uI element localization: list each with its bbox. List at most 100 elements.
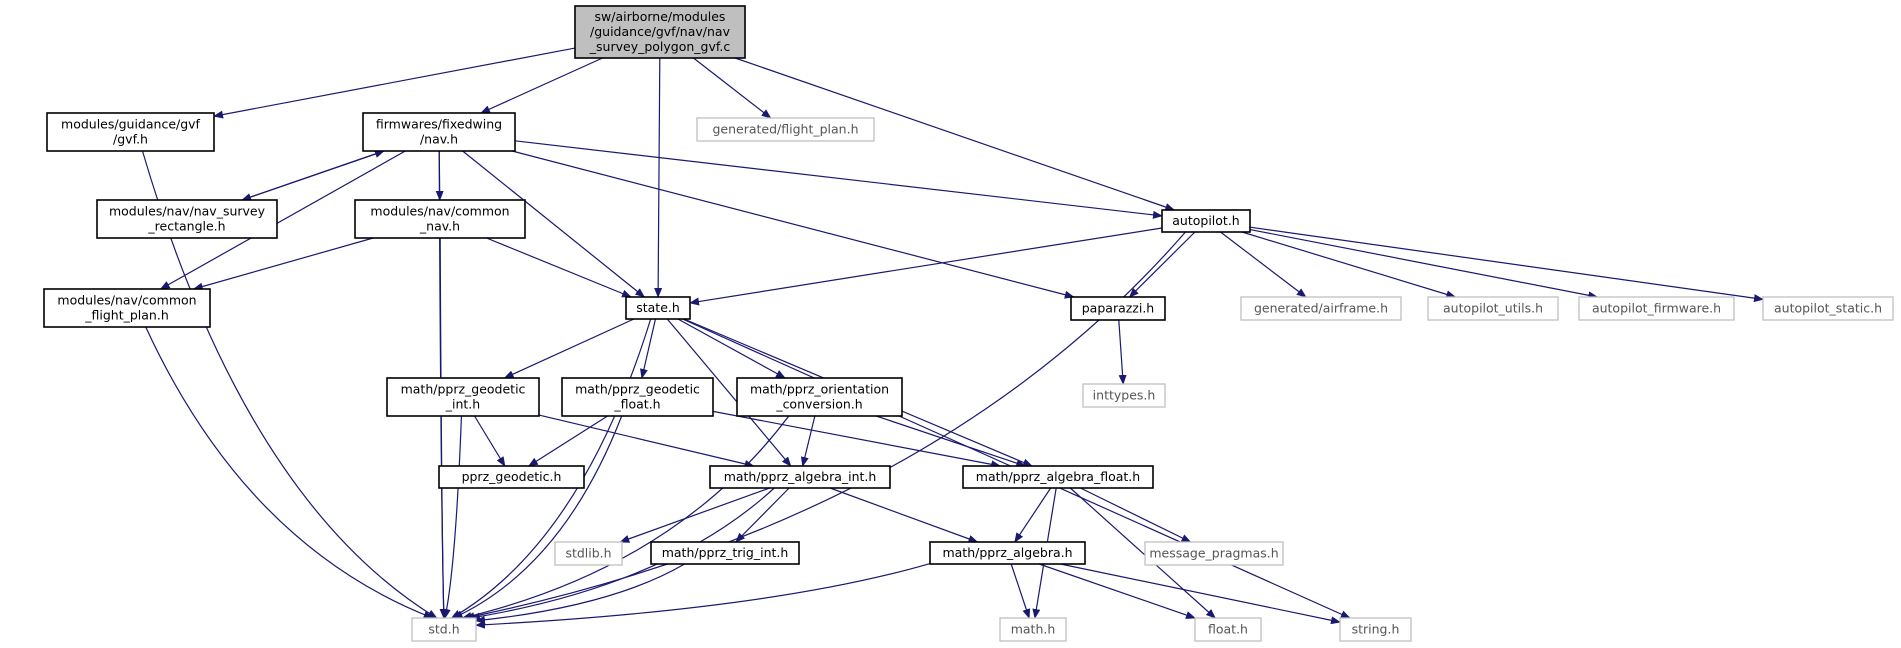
node-box [96,199,278,239]
node-trig[interactable]: math/pprz_trig_int.h [650,541,800,565]
node-box [696,117,875,142]
node-inttypes: inttypes.h [1082,383,1166,408]
node-commonnav[interactable]: modules/nav/common_nav.h [354,199,526,239]
node-orient[interactable]: math/pprz_orientation_conversion.h [736,377,903,417]
node-label: float.h [1208,622,1248,637]
node-box [1240,296,1402,321]
edge-geoint-to-geodetic [474,415,506,467]
node-box [554,541,623,566]
node-box [709,465,891,489]
node-airframe: generated/airframe.h [1240,296,1402,321]
node-label: math/pprz_algebra_int.h [724,469,877,484]
edge-geoint-to-std [442,415,463,619]
node-stdlib: stdlib.h [554,541,623,566]
node-label: autopilot_static.h [1774,301,1882,316]
edge-alg-to-stringh [1060,563,1341,625]
edge-commonnav-to-state [486,237,632,298]
node-label: generated/airframe.h [1254,301,1388,316]
node-apfw: autopilot_firmware.h [1578,296,1735,321]
node-navh[interactable]: firmwares/fixedwing/nav.h [362,112,516,152]
edge-commonnav-to-std [439,237,448,619]
edge-navrect-to-navh [241,150,385,201]
node-label: paparazzi.h [1082,301,1154,316]
node-label: inttypes.h [1093,388,1156,403]
node-box [1762,296,1894,321]
edge-orient-to-algint [800,415,816,467]
node-label: _nav.h [419,219,460,234]
node-geodetic[interactable]: pprz_geodetic.h [438,465,585,489]
edge-algfloat-to-floath [1069,487,1216,619]
node-box [43,288,211,328]
edge-paparazzi-to-inttypes [1118,319,1127,385]
node-label: autopilot_firmware.h [1592,301,1721,316]
node-label: modules/nav/nav_survey [109,204,266,219]
node-autopilot[interactable]: autopilot.h [1161,209,1251,233]
node-label: /guidance/gvf/nav/nav [590,24,731,39]
edge-state-to-orient [677,318,786,379]
edge-autopilot-to-apstatic [1249,226,1764,303]
edge-algint-to-std [469,487,775,621]
node-box [362,112,516,152]
node-box [386,377,540,417]
node-alg[interactable]: math/pprz_algebra.h [929,541,1086,565]
edge-alg-to-mathh [1010,563,1031,619]
node-root[interactable]: sw/airborne/modules/guidance/gvf/nav/nav… [574,5,746,59]
node-label: pprz_geodetic.h [462,469,562,484]
node-label: modules/nav/common [57,293,196,308]
edge-geofloat-to-algfloat [712,410,1002,469]
node-paparazzi[interactable]: paparazzi.h [1070,296,1166,321]
node-std: std.h [411,617,477,642]
edge-state-to-std [450,318,652,619]
node-box [1161,209,1251,233]
node-state[interactable]: state.h [625,296,691,320]
node-geoint[interactable]: math/pprz_geodetic_int.h [386,377,540,417]
node-floath: float.h [1194,617,1262,642]
edge-state-to-algint [666,318,792,467]
edge-commonnav-to-cfp [192,237,374,291]
edge-orient-to-algfloat [875,415,1027,467]
node-label: sw/airborne/modules [595,9,726,24]
edge-alg-to-std [475,562,931,629]
node-navrect[interactable]: modules/nav/nav_survey_rectangle.h [96,199,278,239]
node-label: math/pprz_algebra_float.h [976,469,1140,484]
node-aputils: autopilot_utils.h [1427,296,1559,321]
node-stringh: string.h [1339,617,1412,642]
edge-geoint-to-algint [538,414,755,468]
node-label: message_pragmas.h [1149,546,1278,561]
edge-state-to-geofloat [639,318,657,379]
node-mathh: math.h [999,617,1067,642]
node-label: _int.h [445,397,480,412]
node-box [1194,617,1262,642]
node-label: generated/flight_plan.h [712,122,858,137]
edge-autopilot-to-aputils [1241,231,1457,299]
edge-trig-to-std [475,563,685,624]
node-box [736,377,903,417]
node-box [999,617,1067,642]
edge-algint-to-trig [735,487,790,543]
edge-root-to-gvf [213,47,576,119]
node-label: /gvf.h [113,132,148,147]
node-label: math/pprz_geodetic [401,382,526,397]
node-box [1427,296,1559,321]
node-cfp[interactable]: modules/nav/common_flight_plan.h [43,288,211,328]
node-flightplan: generated/flight_plan.h [696,117,875,142]
edge-alg-to-floath [1039,563,1196,619]
node-algint[interactable]: math/pprz_algebra_int.h [709,465,891,489]
node-box [1578,296,1735,321]
node-label: _conversion.h [775,397,862,412]
node-algfloat[interactable]: math/pprz_algebra_float.h [962,465,1154,489]
node-label: _survey_polygon_gvf.c [589,39,731,54]
node-box [929,541,1086,565]
node-box [574,5,746,59]
node-box [1339,617,1412,642]
edge-root-to-state [654,57,663,298]
node-box [561,377,714,417]
node-label: string.h [1352,622,1400,637]
edge-autopilot-to-airframe [1220,231,1307,298]
node-geofloat[interactable]: math/pprz_geodetic_float.h [561,377,714,417]
edge-geofloat-to-std [452,415,623,619]
node-box [1144,541,1284,566]
node-gvf[interactable]: modules/guidance/gvf/gvf.h [46,112,215,152]
node-box [650,541,800,565]
